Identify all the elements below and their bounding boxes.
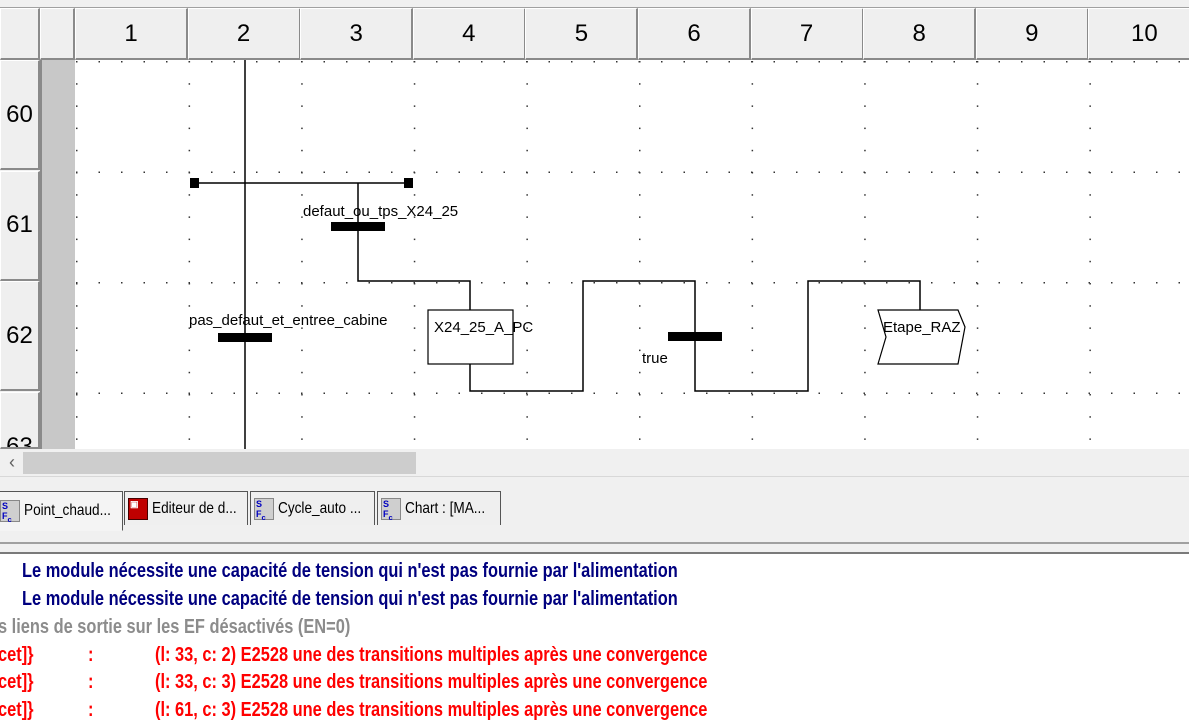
jump-shape[interactable] [877,309,966,365]
column-header[interactable]: 9 [975,8,1089,60]
column-header[interactable]: 7 [750,8,864,60]
tab-label: Point_chaud... [24,502,111,519]
tab-editeur[interactable]: ▣Editeur de d... [124,491,248,525]
row-margin [40,60,75,449]
divergence-handle-right[interactable] [404,178,413,188]
top-strip [0,0,1189,8]
column-header[interactable]: 2 [187,8,301,60]
grid-dots [76,61,1180,440]
output-line: Le module nécessite une capacité de tens… [22,560,678,582]
transition-label: pas_defaut_et_entree_cabine [189,312,388,329]
column-header[interactable]: 5 [525,8,639,60]
row-header[interactable]: 61 [0,170,40,281]
error-separator: : [88,644,94,666]
column-header[interactable]: 3 [300,8,414,60]
step-box[interactable] [427,309,514,365]
output-line: Le module nécessite une capacité de tens… [22,588,678,610]
column-header[interactable]: 4 [412,8,526,60]
output-panel[interactable]: Le module nécessite une capacité de tens… [0,554,1189,727]
sfc-diagram-canvas[interactable]: defaut_ou_tps_X24_25 pas_defaut_et_entre… [75,60,1189,449]
error-message: (l: 33, c: 2) E2528 une des transitions … [155,644,708,666]
transition-label: true [642,350,668,367]
panel-splitter[interactable] [0,542,1189,554]
error-message: (l: 61, c: 3) E2528 une des transitions … [155,699,708,721]
error-source: cet]} [0,644,34,666]
transition-bar[interactable] [331,222,385,231]
link-line [357,183,471,310]
tab-label: Chart : [MA... [405,499,486,517]
error-separator: : [88,699,94,721]
row-header[interactable]: 62 [0,281,40,391]
editor-icon: ▣ [128,497,148,520]
error-separator: : [88,671,94,693]
column-header[interactable]: 6 [638,8,751,60]
row-header[interactable]: 60 [0,60,40,170]
error-source: cet]} [0,671,34,693]
margin-header [40,8,75,60]
transition-bar[interactable] [218,333,272,342]
error-source: cet]} [0,699,34,721]
column-header[interactable]: 1 [75,8,188,60]
tab-label: Editeur de d... [152,499,237,517]
divergence-handle-left[interactable] [190,178,199,188]
transition-bar[interactable] [668,332,722,341]
scrollbar-thumb[interactable] [23,452,416,474]
scroll-left-arrow-icon[interactable]: ‹ [9,452,15,472]
output-line: s liens de sortie sur les EF désactivés … [0,616,351,638]
tab-label: Cycle_auto ... [278,499,362,517]
row-header[interactable]: 63 [0,391,40,449]
jump-label: Etape_RAZ [883,319,961,336]
step-label: X24_25_A_PC [434,319,533,336]
corner-header [0,8,40,60]
horizontal-scrollbar[interactable]: ‹ [0,449,1189,476]
error-message: (l: 33, c: 3) E2528 une des transitions … [155,671,708,693]
transition-label: defaut_ou_tps_X24_25 [303,203,458,220]
column-header[interactable]: 10 [1088,8,1189,60]
column-header[interactable]: 8 [863,8,977,60]
